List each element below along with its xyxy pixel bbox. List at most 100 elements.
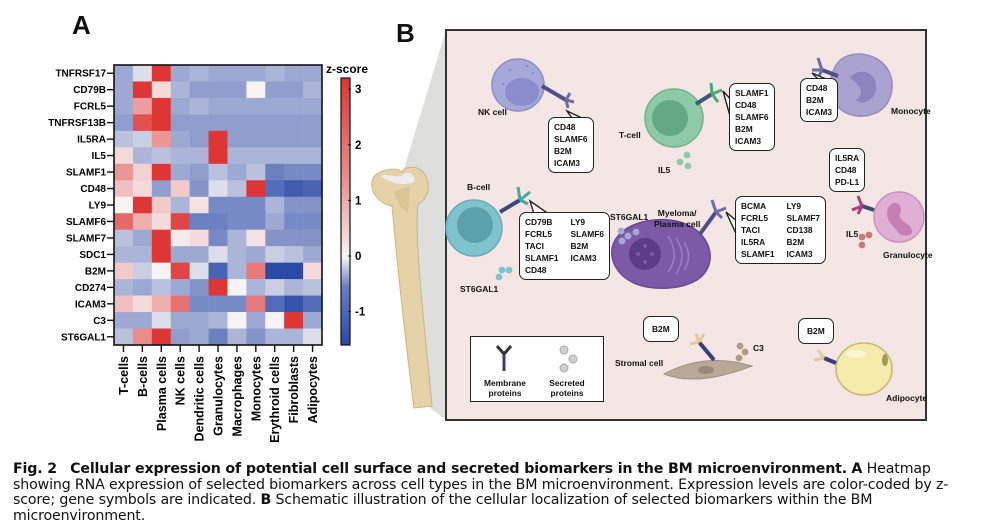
schematic-illustration: [371, 29, 927, 421]
heatmap-cell: [189, 163, 209, 181]
heatmap-cell: [208, 81, 228, 99]
t-cell-label: T-cell: [619, 130, 641, 140]
heatmap-cell: [189, 130, 209, 148]
t-cell-biomarker-bubble: SLAMF1 CD48 SLAMF6 B2M ICAM3: [729, 83, 775, 151]
heatmap-cell: [227, 295, 247, 313]
bubble-column: LY9 SLAMF6 B2M ICAM3: [571, 216, 605, 264]
heatmap-cell: [189, 147, 209, 165]
heatmap-cell: [303, 328, 323, 346]
colorbar-tick-label: 0: [355, 251, 361, 263]
heatmap-cell: [265, 180, 285, 198]
heatmap-cell: [284, 163, 304, 181]
caption-a-label: A: [851, 461, 863, 477]
myeloma-plasma-cell-icon: [611, 199, 727, 289]
biomarker-label: SLAMF6: [735, 112, 769, 122]
heatmap-cell: [303, 312, 323, 329]
heatmap-cell: [189, 81, 209, 99]
heatmap-cell: [208, 65, 228, 82]
heatmap-cell: [189, 213, 209, 231]
heatmap-cells: [114, 65, 323, 346]
legend-text: Secreted: [549, 378, 585, 388]
heatmap-cell: [151, 229, 172, 247]
secreted-protein-icon: [559, 345, 578, 373]
biomarker-label: CD48: [525, 265, 547, 275]
biomarker-label: CD48: [554, 122, 576, 132]
heatmap-cell: [170, 213, 190, 231]
b-cell-icon: [445, 186, 531, 281]
colorbar-tick-label: 3: [355, 84, 361, 96]
heatmap-cell: [151, 130, 172, 148]
heatmap-cell: [114, 114, 134, 132]
heatmap-cell: [132, 213, 153, 231]
adipocyte-icon: [813, 342, 893, 396]
biomarker-label: ICAM3: [735, 136, 762, 146]
heatmap-cell: [265, 97, 285, 115]
heatmap-cell: [189, 196, 209, 214]
heatmap-row-labels: TNFRSF17CD79BFCRL5TNFRSF13BIL5RAIL5SLAMF…: [48, 69, 114, 343]
b-cell-biomarker-bubble: CD79B FCRL5 TACI SLAMF1 CD48 LY9 SLAMF6 …: [519, 212, 610, 280]
heatmap-cell: [227, 312, 247, 329]
biomarker-label: ICAM3: [570, 253, 597, 263]
heatmap-cell: [189, 312, 209, 329]
granulocyte-icon: [851, 191, 925, 249]
heatmap-cell: [208, 196, 228, 214]
heatmap-cell: [189, 114, 209, 132]
biomarker-label: CD48: [806, 83, 828, 93]
heatmap-column-label: T-cells: [117, 356, 131, 395]
heatmap-cell: [114, 328, 134, 346]
caption-b-label: B: [260, 492, 272, 508]
heatmap-column-label: Monocytes: [249, 356, 263, 421]
legend-text: proteins: [550, 388, 584, 398]
heatmap-cell: [227, 213, 247, 231]
heatmap-cell: [303, 262, 323, 280]
heatmap-cell: [151, 328, 172, 346]
colorbar-title: z-score: [326, 62, 368, 76]
biomarker-label: B2M: [735, 124, 753, 134]
heatmap-cell: [284, 114, 304, 132]
t-cell-icon: [644, 82, 723, 170]
colorbar-tick-label: 2: [355, 140, 361, 152]
adipocyte-biomarker-bubble: B2M: [798, 318, 834, 344]
heatmap-cell: [189, 262, 209, 280]
heatmap-cell: [227, 97, 247, 115]
heatmap-cell: [246, 295, 266, 313]
heatmap-cell: [303, 81, 323, 99]
stromal-biomarker-bubble: B2M: [643, 316, 679, 342]
femur-bone-icon: [371, 166, 433, 409]
biomarker-label: B2M: [652, 324, 670, 334]
adipocyte-label: Adipocyte: [886, 393, 928, 403]
heatmap-cell: [208, 180, 228, 198]
heatmap-cell: [170, 130, 190, 148]
heatmap-cell: [227, 262, 247, 280]
heatmap-cell: [265, 312, 285, 329]
heatmap-cell: [303, 114, 323, 132]
biomarker-label: B2M: [807, 326, 825, 336]
heatmap-cell: [132, 130, 153, 148]
heatmap-cell: [284, 180, 304, 198]
heatmap-cell: [265, 246, 285, 263]
heatmap-cell: [208, 130, 228, 148]
heatmap-cell: [284, 147, 304, 165]
heatmap-cell: [189, 65, 209, 82]
heatmap-cell: [227, 130, 247, 148]
biomarker-label: ICAM3: [786, 249, 813, 259]
heatmap-cell: [265, 229, 285, 247]
heatmap-cell: [284, 295, 304, 313]
heatmap-cell: [246, 130, 266, 148]
heatmap-chart: TNFRSF17CD79BFCRL5TNFRSF13BIL5RAIL5SLAMF…: [48, 62, 368, 443]
bubble-column: CD48 SLAMF6 B2M ICAM3: [554, 121, 588, 169]
heatmap-cell: [208, 114, 228, 132]
heatmap-cell: [132, 312, 153, 329]
granulocyte-label: Granulocyte: [883, 250, 933, 260]
panel-a-label: A: [72, 10, 91, 40]
heatmap-cell: [284, 81, 304, 99]
heatmap-cell: [284, 328, 304, 346]
bubble-column: SLAMF1 CD48 SLAMF6 B2M ICAM3: [735, 87, 769, 147]
heatmap-row-label: SLAMF6: [66, 217, 106, 228]
heatmap-cell: [265, 328, 285, 346]
stromal-cell-icon: [662, 333, 754, 380]
heatmap-cell: [227, 163, 247, 181]
heatmap-cell: [227, 65, 247, 82]
nk-cell-label: NK cell: [478, 107, 507, 117]
biomarker-label: CD138: [786, 225, 813, 235]
